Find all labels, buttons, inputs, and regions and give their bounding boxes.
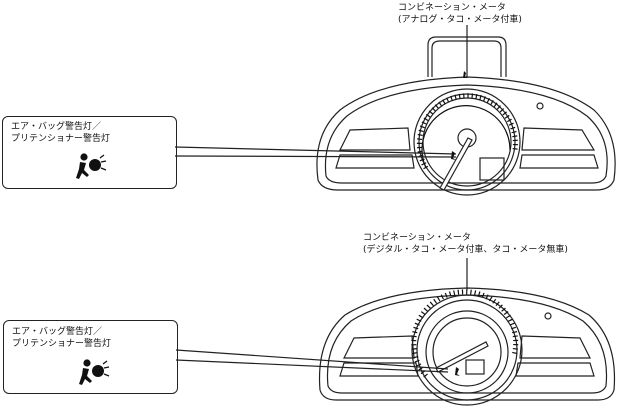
- meter-title-2-line1: コンビネーション・メータ: [363, 233, 471, 243]
- callout-box-1: エア・バッグ警告灯／ プリテンショナー警告灯: [2, 116, 177, 189]
- callout-1-line2: プリテンショナー警告灯: [11, 134, 111, 144]
- callout-1-line1: エア・バッグ警告灯／: [11, 122, 102, 132]
- callout-2-line2: プリテンショナー警告灯: [12, 339, 112, 349]
- callout-2-line1: エア・バッグ警告灯／: [12, 327, 103, 337]
- callout-box-2: エア・バッグ警告灯／ プリテンショナー警告灯: [3, 320, 178, 394]
- airbag-warning-icon: [76, 153, 107, 179]
- meter-title-2: コンビネーション・メータ (デジタル・タコ・メータ付車、タコ・メータ無車): [363, 232, 568, 256]
- meter-title-1-line2: (アナログ・タコ・メータ付車): [398, 15, 522, 25]
- airbag-warning-icon: [79, 359, 110, 385]
- meter-title-2-line2: (デジタル・タコ・メータ付車、タコ・メータ無車): [363, 245, 568, 255]
- combination-meter-digital: [318, 287, 616, 406]
- combination-meter-analog: [316, 36, 616, 196]
- meter-title-1-line1: コンビネーション・メータ: [398, 3, 506, 13]
- meter-title-1: コンビネーション・メータ (アナログ・タコ・メータ付車): [398, 2, 522, 26]
